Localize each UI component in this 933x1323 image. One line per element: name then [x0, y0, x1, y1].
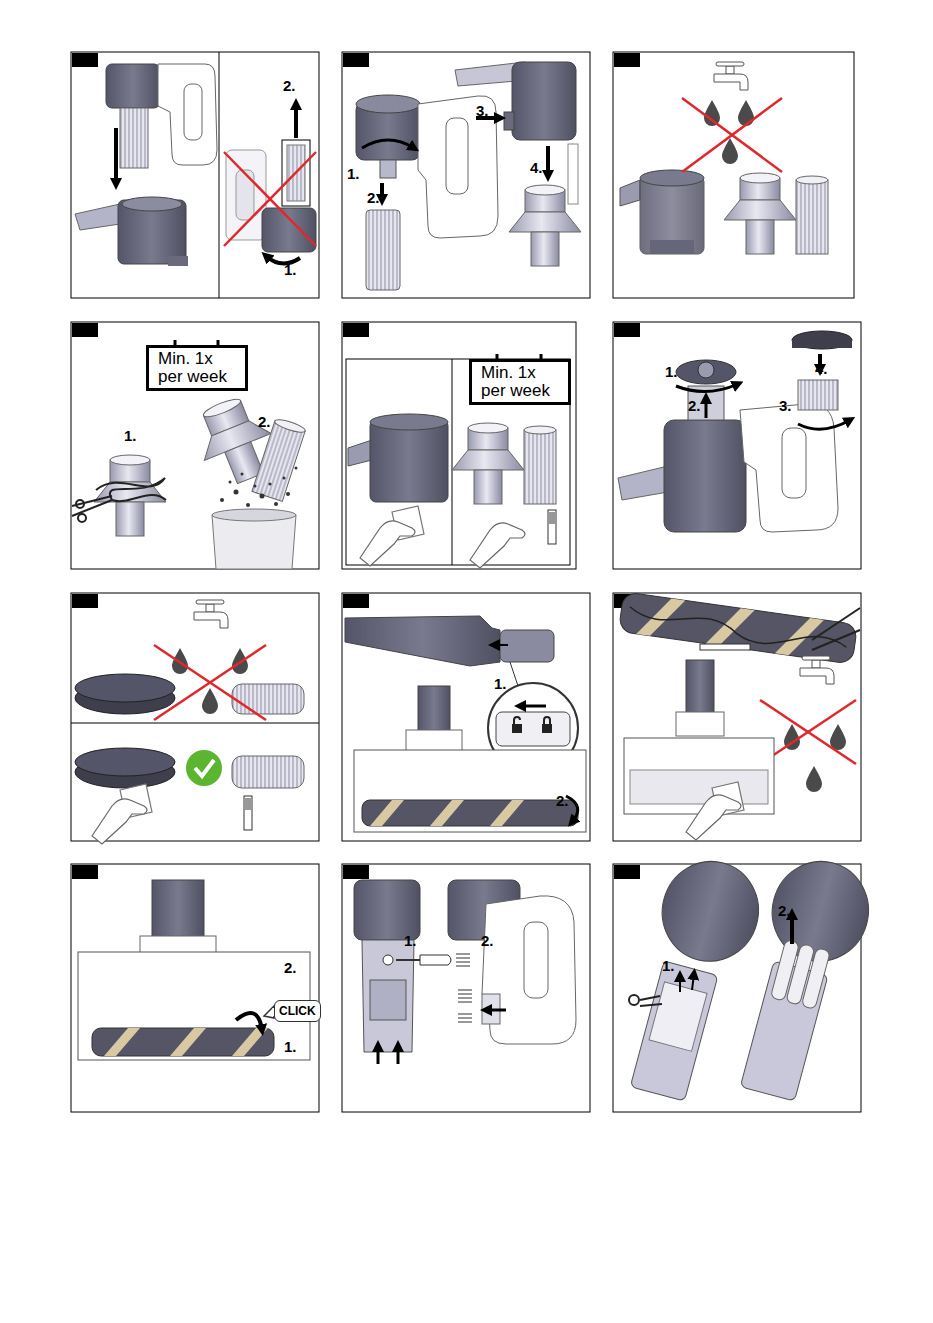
- step-number: 2.: [283, 78, 296, 93]
- step-number: 2.: [481, 933, 494, 948]
- step-number: 2.: [284, 960, 297, 975]
- step-number: 1.: [494, 676, 507, 691]
- step-number: 2.: [367, 190, 380, 205]
- click-bubble: CLICK: [274, 1000, 321, 1022]
- box-text: CLICK: [279, 1004, 316, 1018]
- step-number: 2.: [556, 793, 569, 808]
- step-number: 2.: [258, 414, 271, 429]
- step-number: 1.: [284, 262, 297, 277]
- step-number: 1.: [124, 428, 137, 443]
- step-number: 1.: [662, 958, 675, 973]
- step-number: 3.: [779, 398, 792, 413]
- step-number: 1.: [284, 1039, 297, 1054]
- step-number: 2.: [778, 903, 791, 918]
- step-number: 1.: [404, 933, 417, 948]
- box-text: Min. 1x per week: [158, 350, 236, 386]
- step-number: 1.: [347, 166, 360, 181]
- calendar-box: Min. 1x per week: [469, 359, 571, 405]
- step-number: 2.: [688, 398, 701, 413]
- step-number: 1.: [665, 364, 678, 379]
- step-number: 3.: [476, 103, 489, 118]
- box-text: Min. 1x per week: [481, 364, 559, 400]
- step-number: 4.: [530, 160, 543, 175]
- step-number: 4.: [815, 361, 828, 376]
- calendar-box: Min. 1x per week: [146, 345, 248, 391]
